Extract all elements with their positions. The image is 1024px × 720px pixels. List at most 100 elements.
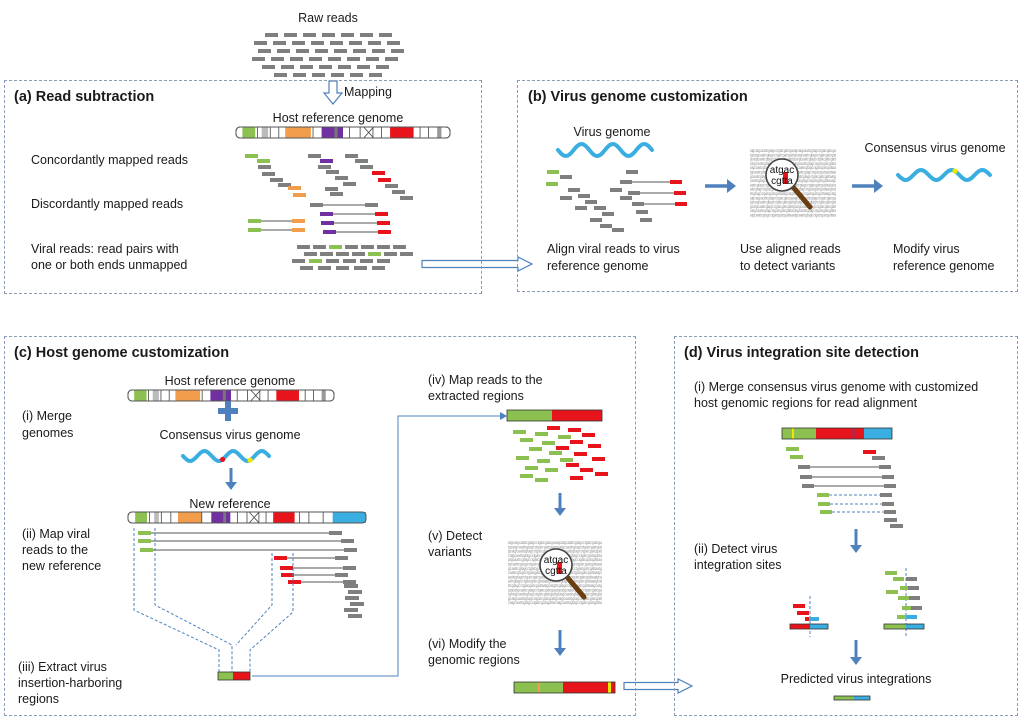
read bbox=[271, 57, 284, 61]
read bbox=[884, 510, 896, 514]
chromosome-band bbox=[273, 512, 295, 523]
virus-genome-wave bbox=[556, 141, 654, 159]
read bbox=[884, 518, 897, 522]
read bbox=[376, 65, 389, 69]
read bbox=[378, 230, 391, 234]
read bbox=[334, 49, 347, 53]
read bbox=[320, 212, 333, 216]
variant-highlight bbox=[557, 562, 562, 574]
sequence-row: tgcatgcaattcgtagcctgatcgatcgattgcatgcaat… bbox=[750, 152, 837, 157]
panel-d-title: (d) Virus integration site detection bbox=[684, 345, 919, 361]
read bbox=[303, 33, 316, 37]
chromosome-band bbox=[177, 512, 202, 523]
read bbox=[322, 33, 335, 37]
read bbox=[378, 178, 391, 182]
panel-c-title: (c) Host genome customization bbox=[14, 345, 230, 361]
variant-highlight bbox=[783, 172, 788, 184]
read bbox=[575, 206, 587, 210]
merge-genomes-line-2: genomes bbox=[22, 426, 74, 440]
read bbox=[321, 221, 334, 225]
read bbox=[270, 178, 283, 182]
read bbox=[392, 190, 405, 194]
region-segment bbox=[906, 624, 924, 629]
read bbox=[578, 194, 590, 198]
right-arrow-head bbox=[874, 179, 883, 193]
sequence-row: catgcaattcgtagcctgatcgatcgattacatgcaattc… bbox=[750, 208, 836, 213]
sequence-row: gcatgcaattcgtagcctgatcgatcgattgcatgcaatt… bbox=[750, 157, 837, 162]
read bbox=[284, 33, 297, 37]
chromosome-band bbox=[390, 127, 414, 138]
mapping-label: Mapping bbox=[344, 85, 392, 99]
read bbox=[585, 200, 597, 204]
read bbox=[319, 65, 332, 69]
read bbox=[882, 502, 894, 506]
magnifier-seq-1: atgac bbox=[544, 555, 568, 566]
read bbox=[529, 447, 542, 451]
read bbox=[345, 245, 358, 249]
read bbox=[323, 230, 336, 234]
read bbox=[600, 224, 612, 228]
read bbox=[385, 184, 398, 188]
sequence-row: atgcatgcaattcgtagcctgatcgatcgaatgcatgcaa… bbox=[508, 540, 602, 545]
read bbox=[882, 475, 894, 479]
read bbox=[902, 606, 913, 610]
predicted-integrations-label: Predicted virus integrations bbox=[780, 672, 932, 686]
read bbox=[535, 478, 548, 482]
read bbox=[368, 252, 381, 256]
read bbox=[293, 193, 306, 197]
read bbox=[290, 57, 303, 61]
read bbox=[570, 440, 583, 444]
region-segment bbox=[864, 428, 892, 439]
concordant-reads-label: Concordantly mapped reads bbox=[31, 153, 189, 167]
read bbox=[292, 228, 305, 232]
read bbox=[547, 170, 559, 174]
read bbox=[640, 218, 652, 222]
read bbox=[257, 159, 270, 163]
read bbox=[273, 41, 286, 45]
read bbox=[884, 484, 896, 488]
read bbox=[357, 65, 370, 69]
consensus-virus-genome-label: Consensus virus genome bbox=[864, 141, 1006, 155]
read bbox=[292, 219, 305, 223]
read bbox=[281, 65, 294, 69]
host-reference-genome-label-c: Host reference genome bbox=[164, 374, 296, 388]
read bbox=[393, 245, 406, 249]
region-outline bbox=[883, 623, 925, 630]
magnifier-seq-1: atgac bbox=[770, 165, 794, 176]
connector-head bbox=[500, 412, 507, 420]
read bbox=[800, 475, 812, 479]
virus-genome-wave bbox=[896, 167, 992, 183]
read bbox=[570, 476, 583, 480]
read bbox=[516, 456, 529, 460]
region-segment bbox=[563, 682, 608, 693]
extract-guide-right-inner bbox=[235, 553, 273, 646]
align-viral-reads-line-1: Align viral reads to virus bbox=[547, 242, 680, 256]
read bbox=[542, 441, 555, 445]
panel-virus-genome-customization bbox=[517, 80, 1018, 292]
region-segment bbox=[810, 624, 828, 629]
read bbox=[331, 73, 344, 77]
region-segment bbox=[552, 410, 602, 421]
read bbox=[520, 474, 533, 478]
read bbox=[353, 49, 366, 53]
read bbox=[361, 245, 374, 249]
extract-regions-line-3: regions bbox=[18, 692, 59, 706]
detect-integration-line-1: (ii) Detect virus bbox=[694, 542, 778, 556]
region-outline bbox=[781, 427, 893, 440]
read bbox=[343, 182, 356, 186]
read bbox=[818, 502, 830, 506]
panel-read-subtraction bbox=[4, 80, 482, 294]
region-segment bbox=[854, 696, 870, 700]
magnifier-handle bbox=[564, 574, 587, 600]
down-arrow-head bbox=[850, 545, 862, 553]
read bbox=[535, 432, 548, 436]
read bbox=[138, 539, 151, 543]
read bbox=[377, 245, 390, 249]
read bbox=[304, 252, 317, 256]
read bbox=[293, 73, 306, 77]
read bbox=[898, 596, 909, 600]
read bbox=[547, 426, 560, 430]
read bbox=[248, 228, 261, 232]
